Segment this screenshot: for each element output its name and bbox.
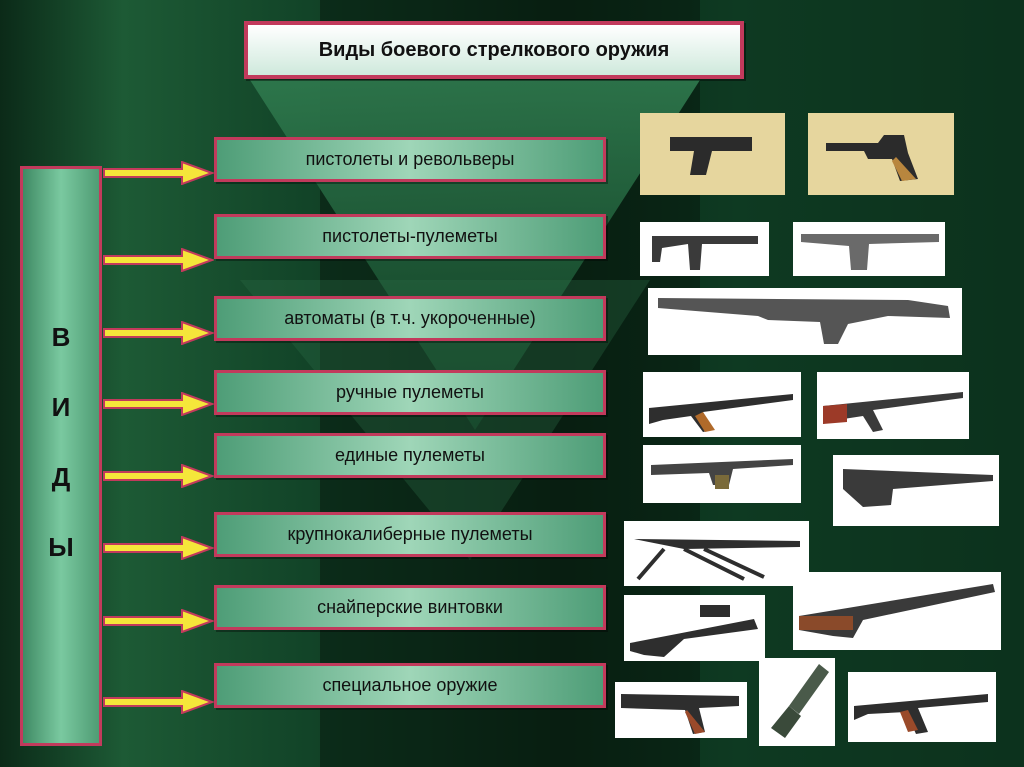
side-letter-2: И <box>51 392 71 422</box>
side-letter-1: В <box>51 322 71 352</box>
category-general-purpose-machine-guns: единые пулеметы <box>214 433 606 478</box>
sniper-rifle-image <box>624 595 765 661</box>
category-heavy-machine-guns: крупнокалиберные пулеметы <box>214 512 606 557</box>
heavy-machine-gun-image <box>624 521 809 586</box>
revolver-image <box>808 113 954 195</box>
arrow-right-icon <box>103 321 214 345</box>
light-machine-gun-image <box>817 372 969 439</box>
page-title: Виды боевого стрелкового оружия <box>244 21 744 79</box>
light-machine-gun-image <box>643 372 801 437</box>
submachine-gun-image <box>640 222 769 276</box>
special-rifle-image <box>848 672 996 742</box>
category-assault-rifles: автоматы (в т.ч. укороченные) <box>214 296 606 341</box>
types-side-bar <box>20 166 102 746</box>
arrow-right-icon <box>103 248 214 272</box>
general-purpose-machine-gun-image <box>833 455 999 526</box>
arrow-right-icon <box>103 609 214 633</box>
pistol-image <box>640 113 785 195</box>
category-sniper-rifles: снайперские винтовки <box>214 585 606 630</box>
assault-rifle-image <box>648 288 962 355</box>
arrow-right-icon <box>103 536 214 560</box>
arrow-right-icon <box>103 161 214 185</box>
category-submachine-guns: пистолеты-пулеметы <box>214 214 606 259</box>
arrow-right-icon <box>103 690 214 714</box>
side-letter-3: Д <box>51 462 71 492</box>
submachine-gun-image <box>793 222 945 276</box>
arrow-right-icon <box>103 392 214 416</box>
side-letter-4: Ы <box>48 532 74 562</box>
sniper-rifle-image <box>793 572 1001 650</box>
category-light-machine-guns: ручные пулеметы <box>214 370 606 415</box>
special-knife-image <box>759 658 835 746</box>
general-purpose-machine-gun-image <box>643 445 801 503</box>
category-special-weapons: специальное оружие <box>214 663 606 708</box>
arrow-right-icon <box>103 464 214 488</box>
special-pistol-image <box>615 682 747 738</box>
category-pistols-revolvers: пистолеты и револьверы <box>214 137 606 182</box>
